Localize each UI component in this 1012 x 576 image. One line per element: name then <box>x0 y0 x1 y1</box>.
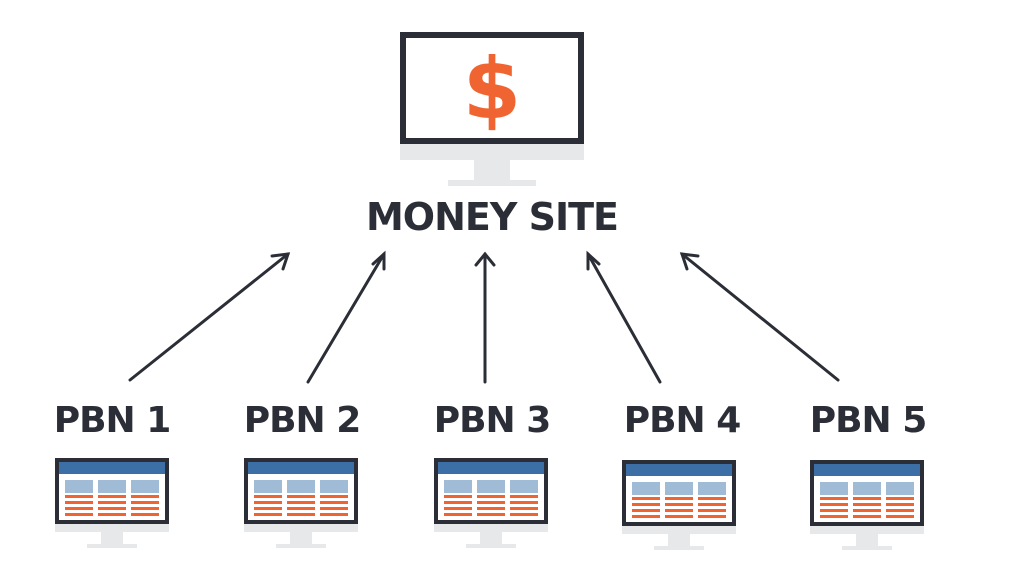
pbn-1-website-monitor-icon <box>55 458 169 548</box>
money-site-label: MONEY SITE <box>366 195 618 239</box>
pbn-5-website-monitor-icon <box>810 460 924 550</box>
pbn-2-website-monitor-icon <box>244 458 358 548</box>
pbn-label-1: PBN 1 <box>54 400 171 441</box>
pbn-label-5: PBN 5 <box>810 400 927 441</box>
pbn-label-2: PBN 2 <box>244 400 361 441</box>
arrow-pbn-2 <box>306 250 386 384</box>
pbn-4-website-monitor-icon <box>622 460 736 550</box>
money-site-monitor-icon: $ <box>400 32 584 186</box>
arrow-pbn-5 <box>679 252 840 382</box>
arrow-pbn-4 <box>586 250 662 384</box>
arrow-pbn-3 <box>474 251 496 384</box>
pbn-label-4: PBN 4 <box>624 400 741 441</box>
dollar-sign-icon: $ <box>463 40 521 138</box>
pbn-3-website-monitor-icon <box>434 458 548 548</box>
pbn-label-3: PBN 3 <box>434 400 551 441</box>
arrow-pbn-1 <box>128 252 291 382</box>
